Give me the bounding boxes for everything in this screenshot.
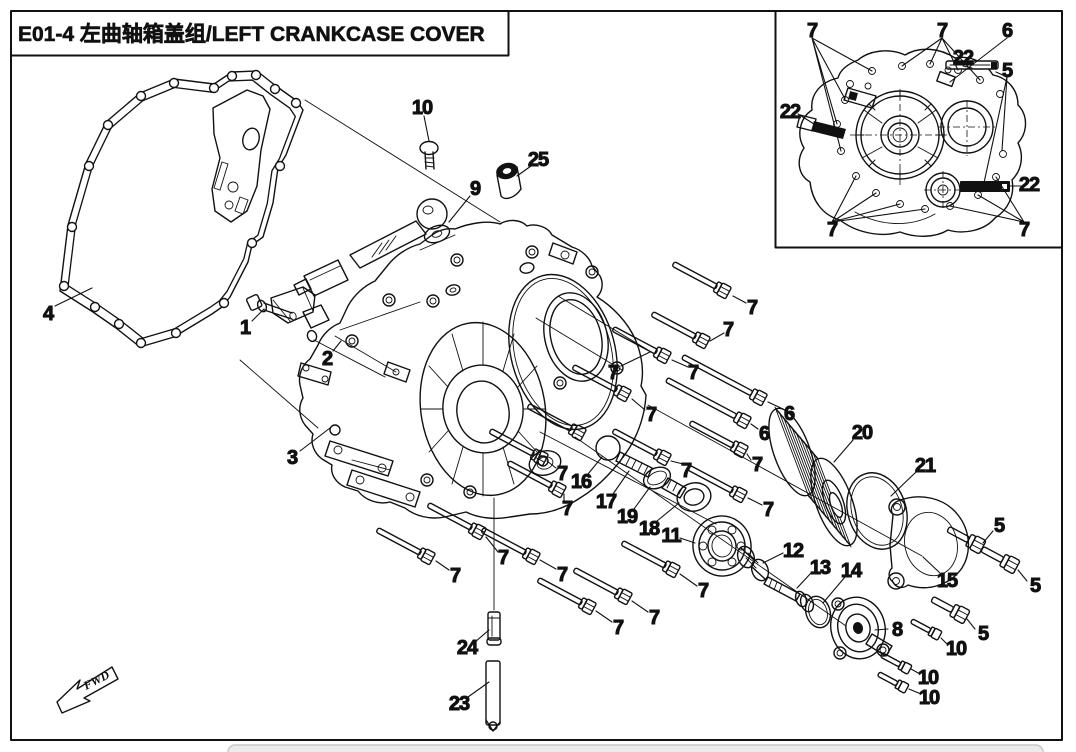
part-callout-25: 25 [528,149,549,171]
leader-lines [54,115,1028,698]
inset-sensor-22-right [960,181,1010,192]
part-callout-8: 8 [892,619,903,641]
part-callout-7: 7 [1019,219,1030,241]
part-callout-7: 7 [752,454,763,476]
part-callout-7: 7 [937,20,948,42]
pump-cover-part [830,596,893,660]
crankcase-cover-part [297,219,647,520]
part-callout-3: 3 [287,447,298,469]
gasket-bolt-holes [58,69,302,349]
plug-bolt-10 [419,140,439,170]
part-callout-7: 7 [649,607,660,629]
part-callout-10: 10 [946,638,967,660]
part-callout-10: 10 [919,687,940,709]
part-callout-5: 5 [978,623,989,645]
part-callout-6: 6 [759,423,770,445]
part-callout-9: 9 [470,178,481,200]
part-callout-14: 14 [841,560,863,582]
part-callout-10: 10 [412,97,433,119]
dowel-24 [486,611,502,646]
inset-fan-lines [797,37,1025,223]
oil-filter-part [768,406,858,548]
page-title: E01-4 左曲轴箱盖组/LEFT CRANKCASE COVER [18,22,485,46]
part-callout-7: 7 [613,617,624,639]
part-callout-21: 21 [915,455,936,477]
part-callout-7: 7 [827,219,838,241]
part-callout-7: 7 [557,564,568,586]
part-callout-22: 22 [953,47,974,69]
part-callout-7: 7 [723,319,734,341]
part-callout-7: 7 [681,460,692,482]
part-callout-5: 5 [1030,575,1041,597]
part-callout-22: 22 [1019,174,1040,196]
assembly-lines [239,99,923,627]
part-callout-19: 19 [617,506,638,528]
bolt1-and-block2 [245,286,330,343]
inset-assembled-view [796,37,1027,237]
part-callout-7: 7 [688,362,699,384]
sensor-part [293,198,451,297]
fwd-arrow: FWD [56,666,119,714]
part-callout-15: 15 [937,570,958,592]
part-callout-13: 13 [810,557,831,579]
part-callout-11: 11 [661,525,681,547]
part-callout-10: 10 [918,667,939,689]
part-callout-5: 5 [994,515,1005,537]
part-callout-7: 7 [763,499,774,521]
gasket-part [58,69,304,349]
bearing-part [692,515,752,577]
part-callout-7: 7 [698,580,709,602]
viewer-toolbar-tray[interactable] [227,744,1044,752]
part-callout-6: 6 [1002,20,1013,42]
part-callout-7: 7 [646,404,657,426]
part-callout-4: 4 [43,303,55,325]
page-frame [10,10,1063,741]
collar-shaft-oring [736,545,832,629]
part-callout-7: 7 [450,565,461,587]
part-callout-7: 7 [557,463,568,485]
part-callout-6: 6 [784,403,795,425]
tube-23 [485,660,501,732]
part-callout-22: 22 [780,101,801,123]
cover-bosses [329,245,624,499]
part-callout-5: 5 [1002,60,1013,82]
part-callout-17: 17 [596,491,617,513]
part-callout-7: 7 [562,498,573,520]
part-callout-12: 12 [783,540,804,562]
part-callout-2: 2 [322,348,333,370]
cap-25 [496,162,522,200]
part-callout-7: 7 [747,297,758,319]
part-callout-1: 1 [240,317,251,339]
part-callout-24: 24 [457,637,479,659]
oring-21 [846,472,908,550]
fwd-label: FWD [80,668,112,693]
part-callout-7: 7 [498,547,509,569]
part-callout-7: 7 [807,20,818,42]
part-callout-16: 16 [571,471,592,493]
part-callout-18: 18 [639,518,660,540]
part-callout-7: 7 [608,362,619,384]
part-callout-20: 20 [852,422,873,444]
part-callout-23: 23 [449,693,470,715]
